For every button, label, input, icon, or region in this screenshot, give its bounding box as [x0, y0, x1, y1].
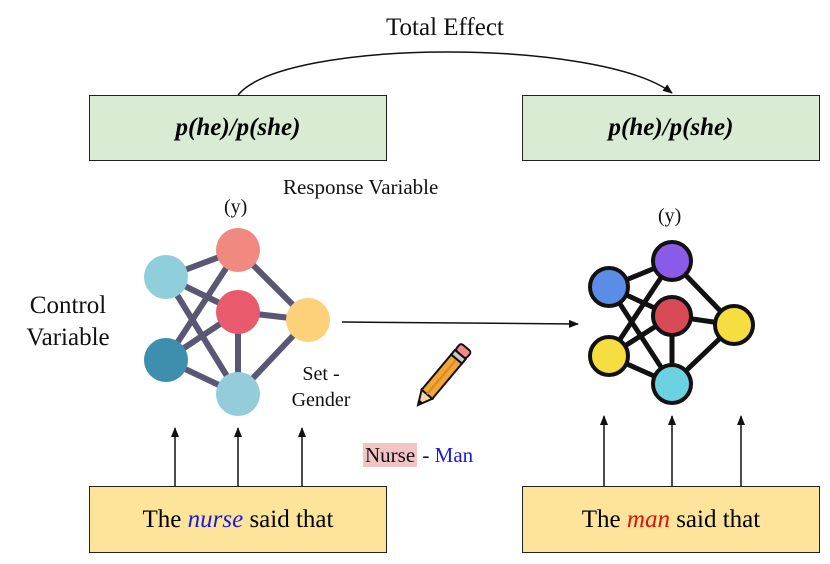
right-input-box: The man said that [522, 486, 820, 553]
intervention-to: Man [434, 443, 474, 467]
left-node-teal-blue [144, 338, 188, 382]
left-input-prefix: The [142, 505, 188, 533]
right-response-text: p(he)/p(she) [608, 114, 734, 141]
total-effect-title: Total Effect [386, 14, 504, 41]
response-variable-label: Response Variable [283, 175, 439, 199]
control-variable-label: Control Variable [26, 292, 110, 351]
right-node-cyan [651, 363, 693, 405]
left-response-box: p(he)/p(she) [89, 95, 387, 161]
left-response-text: p(he)/p(she) [175, 114, 301, 141]
right-input-prefix: The [581, 505, 627, 533]
pencil-icon [416, 343, 472, 407]
left-node-sky-blue [144, 255, 188, 299]
right-node-crimson [651, 295, 693, 337]
left-node-peach [286, 298, 330, 342]
right-network [588, 240, 755, 405]
left-input-word: nurse [187, 505, 244, 533]
total-effect-arrow [237, 51, 673, 96]
right-response-box: p(he)/p(she) [522, 95, 820, 161]
set-gender-label: Set - Gender [291, 363, 351, 411]
intervention-from: Nurse [363, 443, 418, 467]
right-node-yellow-right [713, 304, 755, 346]
left-input-suffix: said that [243, 505, 334, 533]
right-input-arrows [600, 415, 745, 486]
right-node-purple [651, 240, 693, 282]
left-input-sentence: The nurse said that [143, 506, 334, 534]
y-label-right: (y) [658, 205, 682, 227]
network-transfer-arrow [341, 319, 579, 328]
right-node-blue [588, 266, 630, 308]
right-node-yellow-left [588, 335, 630, 377]
left-input-box: The nurse said that [89, 486, 387, 553]
intervention-separator: - [417, 443, 435, 467]
intervention-label: Nurse - Man [363, 443, 473, 468]
left-input-arrows [171, 427, 306, 486]
left-node-red-pink [216, 290, 260, 334]
left-node-salmon [216, 228, 260, 272]
left-node-light-blue [216, 372, 260, 416]
right-input-sentence: The man said that [582, 506, 760, 534]
y-label-left: (y) [224, 196, 248, 218]
right-input-suffix: said that [669, 505, 761, 533]
left-network [144, 228, 330, 416]
right-input-word: man [626, 505, 670, 533]
